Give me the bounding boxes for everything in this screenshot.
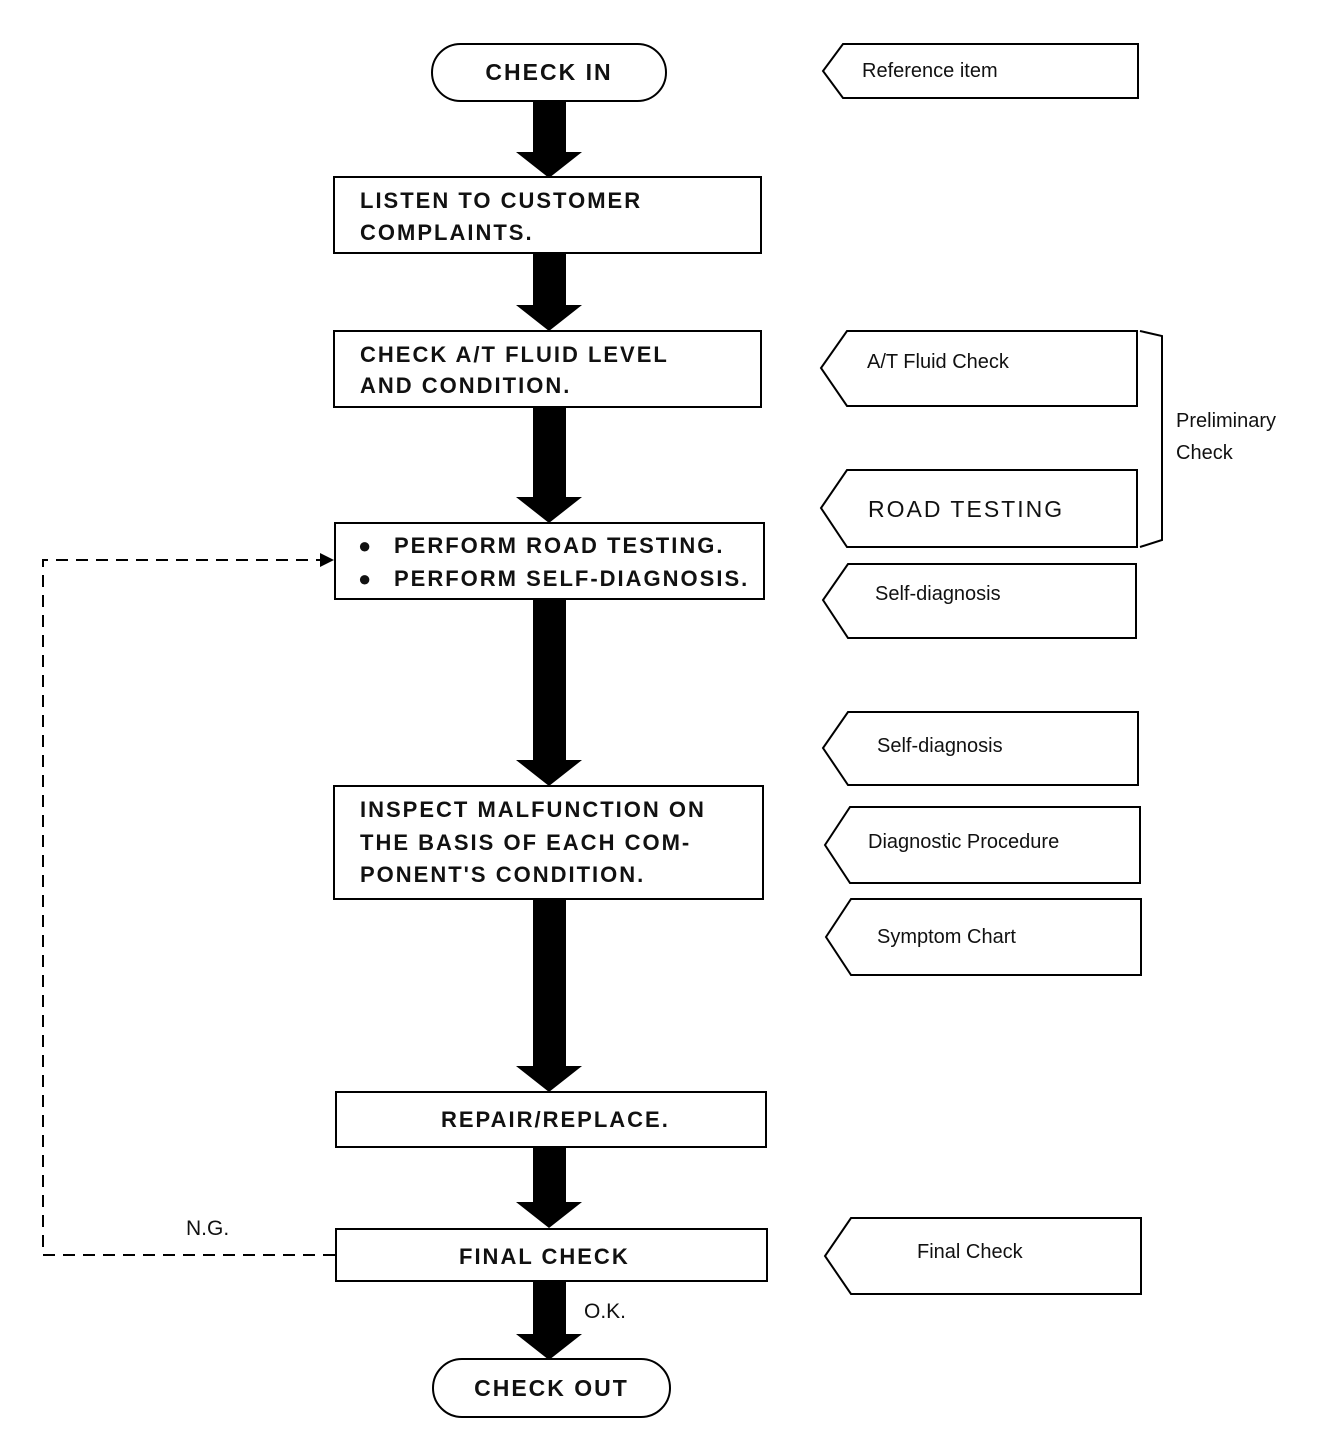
ng-feedback-loop (42, 559, 335, 1256)
inspect-step-box: INSPECT MALFUNCTION ON THE BASIS OF EACH… (333, 785, 764, 900)
fluid-step-box: CHECK A/T FLUID LEVEL AND CONDITION. (333, 330, 762, 408)
check-in-label: CHECK IN (485, 59, 613, 85)
arrow-final-to-checkout (516, 1280, 582, 1360)
ref-tag-fluid-check (819, 330, 1138, 407)
inspect-step-line-2: THE BASIS OF EACH COM- (360, 830, 692, 855)
listen-step-line-2: COMPLAINTS. (360, 220, 534, 245)
ref-final-check-label: Final Check (917, 1241, 1023, 1263)
ref-road-testing-label: ROAD TESTING (868, 496, 1065, 522)
check-in-terminator: CHECK IN (431, 43, 667, 102)
ref-symptom-chart-label: Symptom Chart (877, 926, 1016, 948)
arrow-fluid-to-road (516, 407, 582, 523)
repair-step-box: REPAIR/REPLACE. (335, 1091, 767, 1148)
ref-tag-symptom-chart (824, 898, 1142, 976)
ref-tag-road-testing (819, 469, 1138, 548)
self-diag-bullet: ● (358, 566, 374, 591)
road-test-step-box: ● PERFORM ROAD TESTING. ● PERFORM SELF-D… (334, 522, 765, 600)
flow-arrows (516, 100, 582, 1360)
arrow-inspect-to-repair (516, 898, 582, 1092)
preliminary-label-line-2: Check (1176, 442, 1233, 464)
ref-tag-self-diag-2 (821, 711, 1139, 786)
ref-header-label: Reference item (862, 60, 998, 82)
check-out-label: CHECK OUT (474, 1374, 629, 1401)
arrow-road-to-inspect (516, 599, 582, 786)
arrow-listen-to-fluid (516, 253, 582, 331)
ref-diag-procedure-label: Diagnostic Procedure (868, 831, 1060, 853)
fluid-step-line-2: AND CONDITION. (360, 373, 572, 398)
fluid-step-line-1: CHECK A/T FLUID LEVEL (360, 342, 669, 367)
inspect-step-line-1: INSPECT MALFUNCTION ON (360, 797, 706, 822)
ref-tag-final-check (823, 1217, 1142, 1295)
preliminary-bracket (1139, 330, 1163, 548)
inspect-step-line-3: PONENT'S CONDITION. (360, 862, 646, 887)
ok-label: O.K. (584, 1300, 627, 1323)
ref-tag-diag-procedure (823, 806, 1141, 884)
road-test-step-text: PERFORM ROAD TESTING. (394, 533, 725, 558)
listen-step-box: LISTEN TO CUSTOMER COMPLAINTS. (333, 176, 762, 254)
check-out-terminator: CHECK OUT (432, 1358, 671, 1418)
ref-self-diag-2-label: Self-diagnosis (877, 735, 1003, 757)
ref-tag-self-diag-1 (821, 563, 1137, 639)
final-check-step-text: FINAL CHECK (459, 1244, 630, 1269)
preliminary-label-line-1: Preliminary (1176, 410, 1277, 432)
ng-label: N.G. (186, 1217, 230, 1240)
ref-fluid-check-label: A/T Fluid Check (867, 351, 1009, 373)
ref-tag-header (821, 43, 1139, 99)
reference-tags (819, 43, 1142, 1295)
final-check-step-box: FINAL CHECK (335, 1228, 768, 1282)
repair-step-text: REPAIR/REPLACE. (441, 1107, 670, 1132)
road-test-bullet: ● (358, 533, 374, 558)
arrow-repair-to-final (516, 1146, 582, 1228)
self-diag-step-text: PERFORM SELF-DIAGNOSIS. (394, 566, 750, 591)
listen-step-line-1: LISTEN TO CUSTOMER (360, 188, 643, 213)
ref-self-diag-1-label: Self-diagnosis (875, 583, 1001, 605)
ng-feedback-arrowhead (320, 553, 334, 567)
arrow-checkin-to-listen (516, 100, 582, 178)
